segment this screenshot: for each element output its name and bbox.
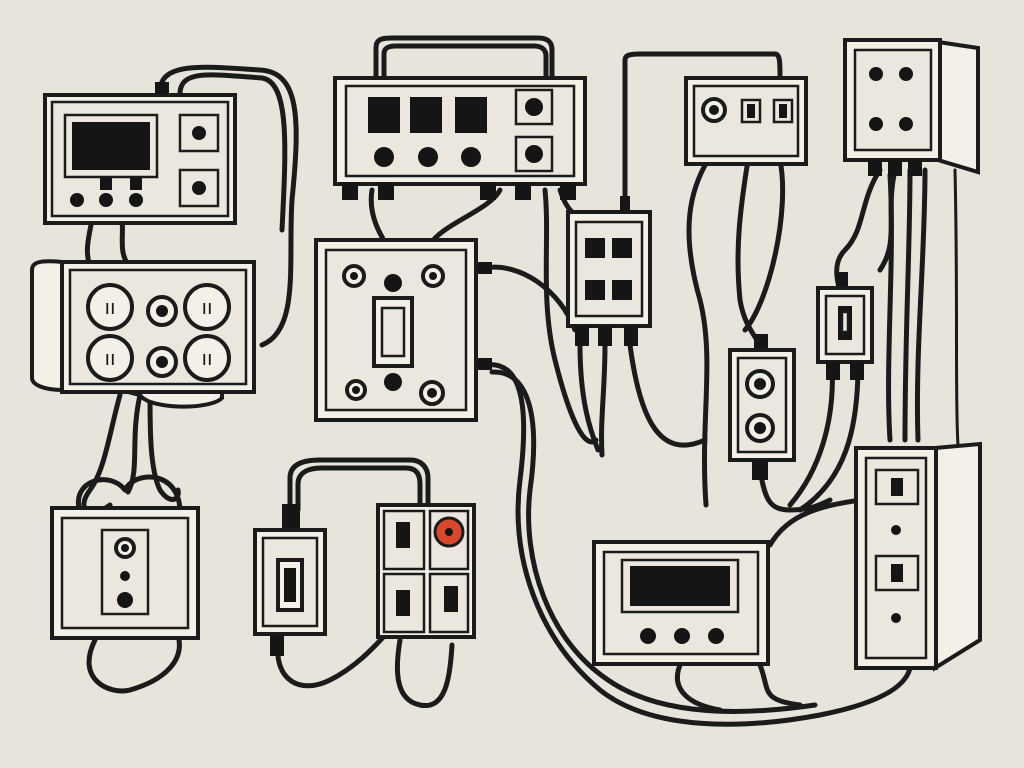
center-switch-panel <box>314 238 492 422</box>
coax-module <box>728 334 796 480</box>
red-button-switch-box <box>376 503 476 639</box>
svg-text:ıı: ıı <box>201 346 212 370</box>
small-plug-switch <box>253 504 327 656</box>
svg-text:ıı: ıı <box>201 295 212 319</box>
switch-strip <box>333 76 587 200</box>
monitor-control-box <box>43 82 237 225</box>
display-control-box <box>592 540 770 666</box>
wall-socket-bottom-left <box>50 474 200 640</box>
outlet-panel-left: ıı ıı ıı ıı <box>30 259 256 409</box>
outlet-sockets: ıı ıı ıı ıı <box>86 283 231 382</box>
multi-socket-module <box>566 196 652 346</box>
jack-panel-top <box>684 76 808 166</box>
plug-socket-right <box>816 272 874 380</box>
cube-socket-top-right <box>843 38 980 176</box>
svg-text:ıı: ıı <box>104 295 115 319</box>
svg-text:ıı: ıı <box>104 346 115 370</box>
tall-socket-box-right <box>854 441 982 672</box>
